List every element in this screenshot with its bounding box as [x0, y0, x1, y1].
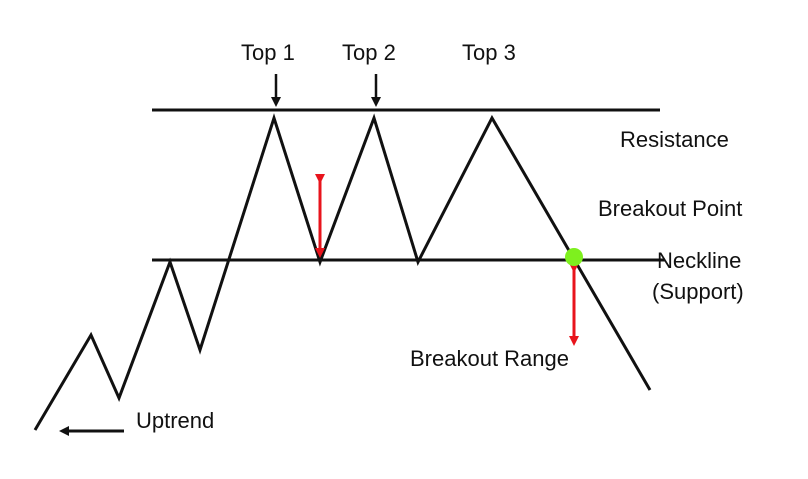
support-label: (Support): [652, 279, 744, 304]
breakout-point-label: Breakout Point: [598, 196, 742, 221]
top2-label: Top 2: [342, 40, 396, 65]
neckline-label: Neckline: [657, 248, 741, 273]
resistance-label: Resistance: [620, 127, 729, 152]
top3-label: Top 3: [462, 40, 516, 65]
top1-label: Top 1: [241, 40, 295, 65]
price-path: [33, 113, 652, 431]
breakout-point-dot: [565, 248, 583, 266]
breakout-range-label: Breakout Range: [410, 346, 569, 371]
uptrend-label: Uptrend: [136, 408, 214, 433]
